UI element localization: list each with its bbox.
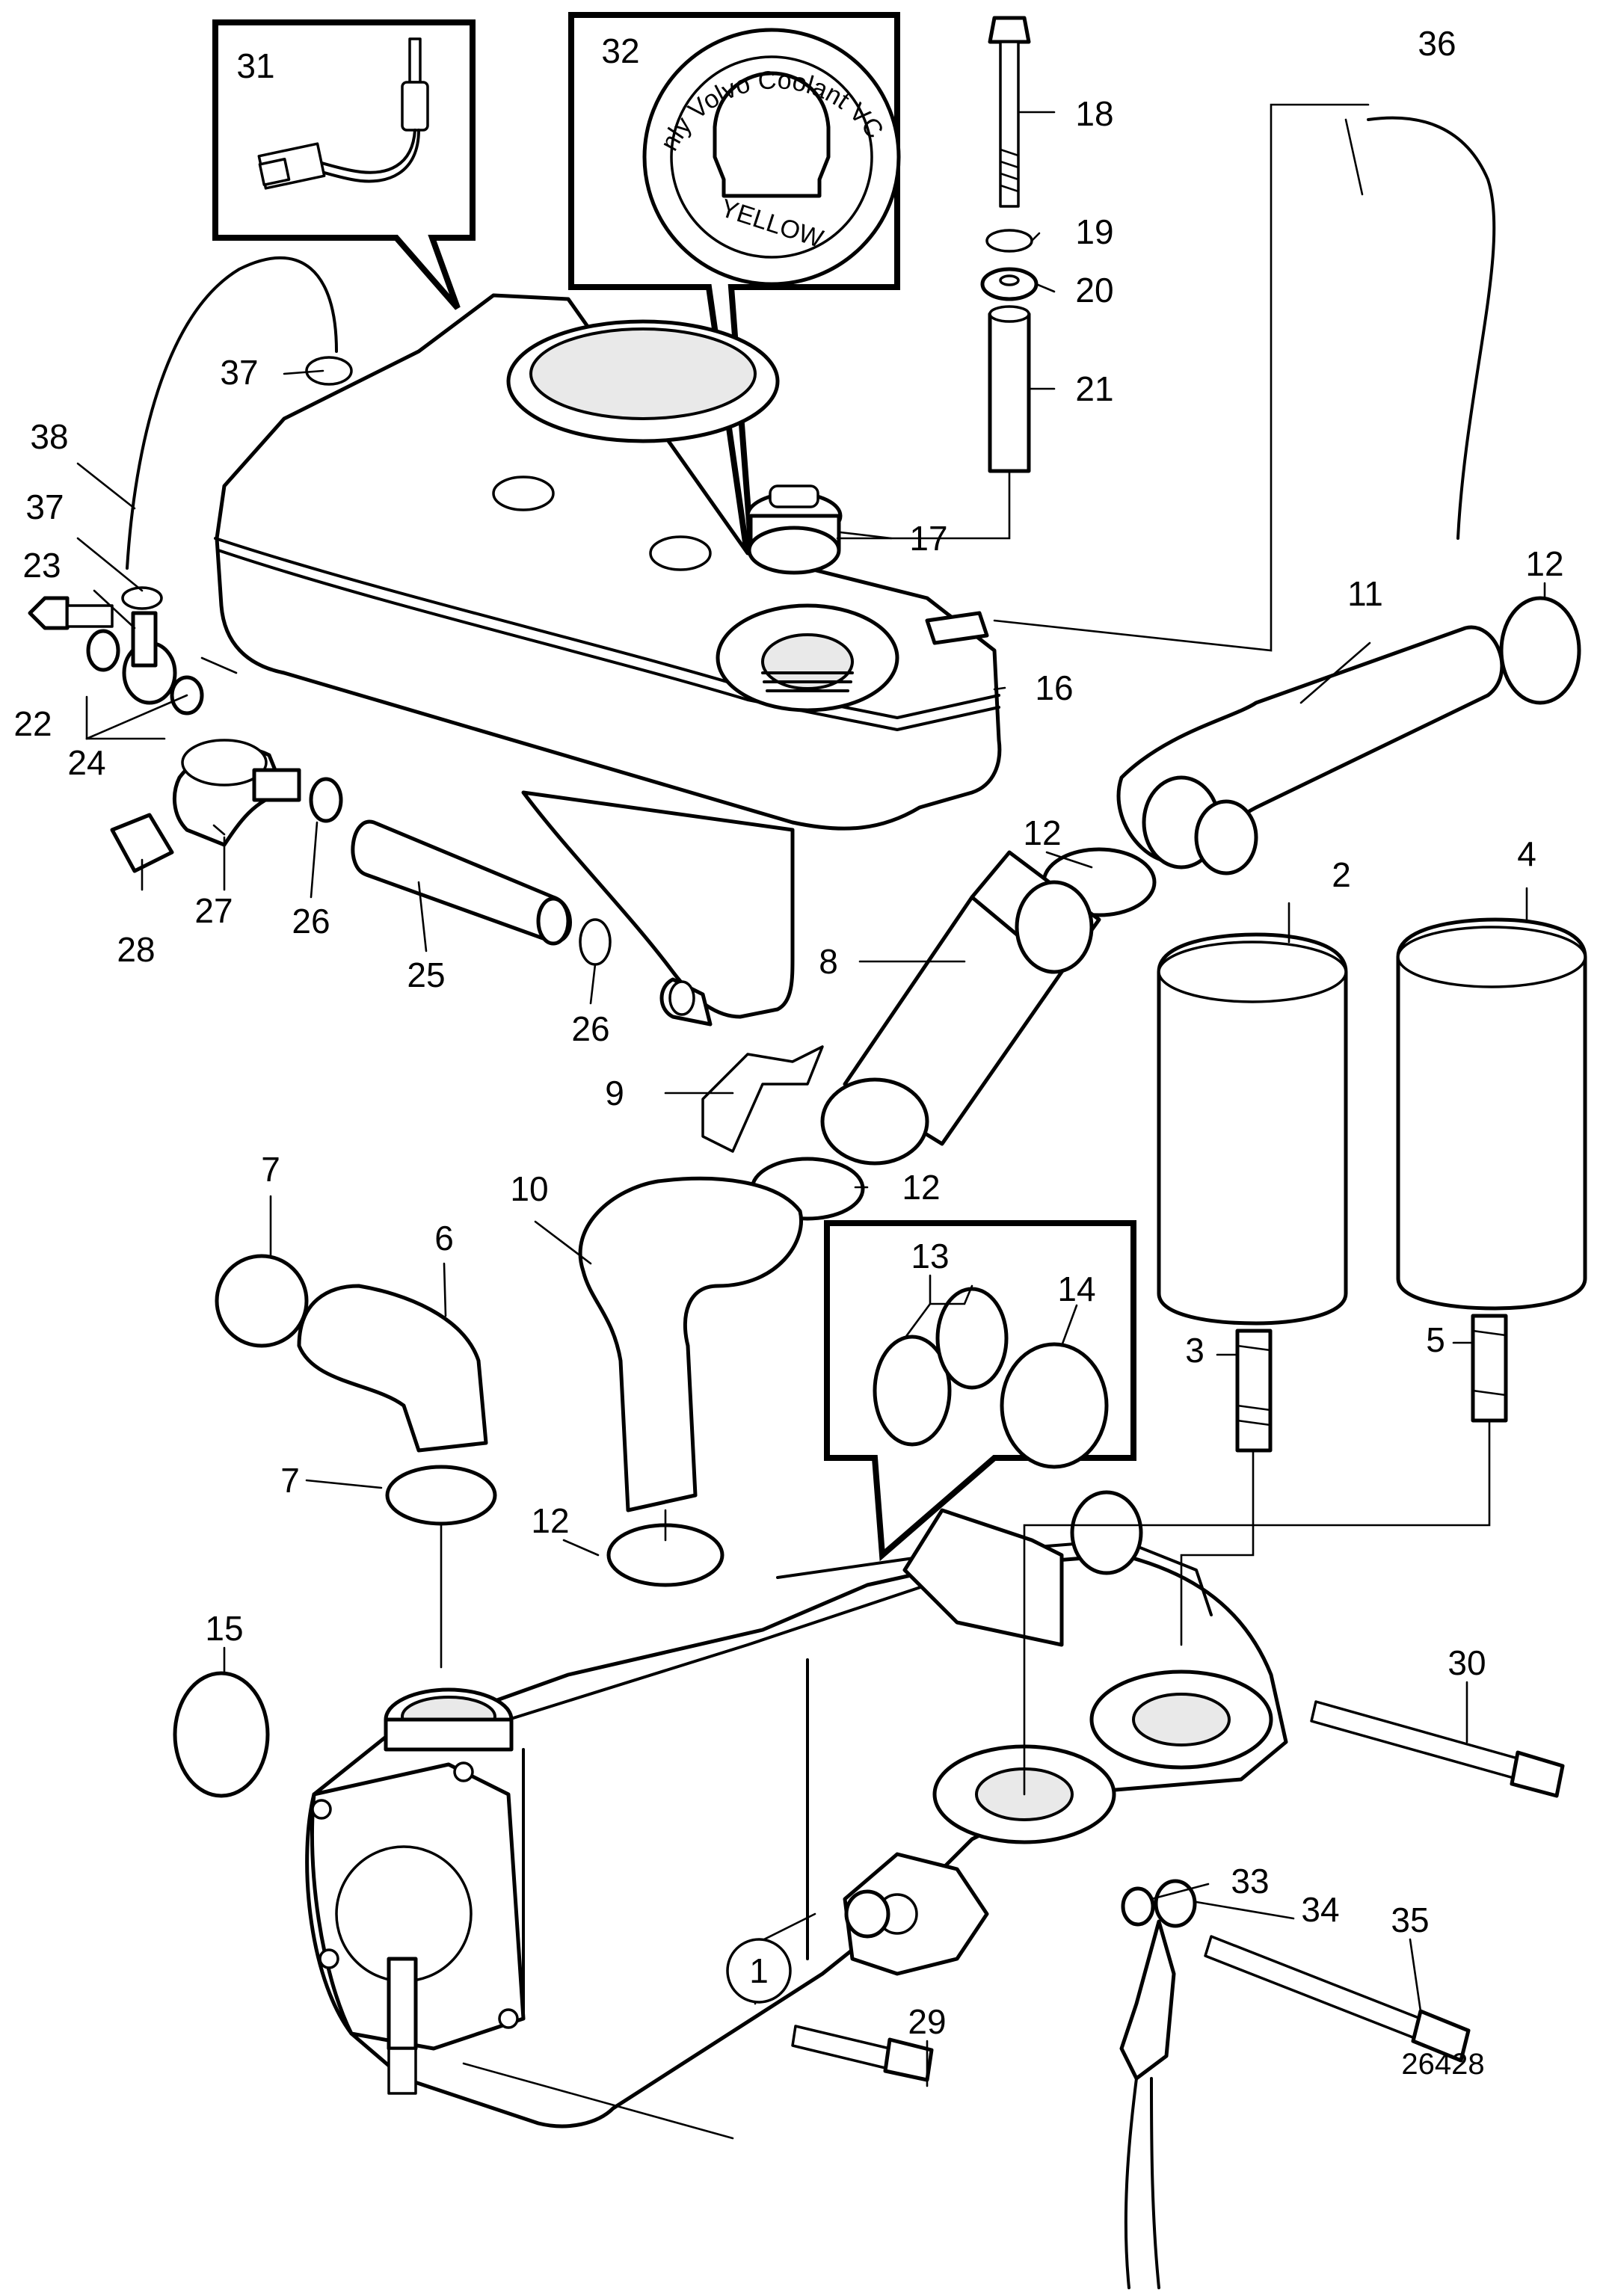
- callout-12-b: 12: [1023, 813, 1061, 852]
- nipple-3: [1235, 1329, 1273, 1453]
- callout-11: 11: [1347, 574, 1383, 613]
- callout-3: 3: [1185, 1331, 1204, 1370]
- callout-10: 10: [510, 1169, 548, 1208]
- cooler-housing-1: [305, 1490, 1288, 2129]
- callout-31: 31: [236, 46, 274, 85]
- callout-36: 36: [1418, 24, 1456, 63]
- callout-34: 34: [1301, 1890, 1339, 1929]
- inset-13-14-o-rings: [824, 1220, 1136, 1562]
- callout-35: 35: [1391, 1900, 1429, 1939]
- callout-1: 1: [749, 1951, 769, 1990]
- callout-12-a: 12: [1525, 544, 1563, 583]
- filter-2: [1157, 932, 1348, 1326]
- callout-26-a: 26: [292, 902, 330, 941]
- callout-17: 17: [909, 519, 947, 558]
- callout-8: 8: [819, 942, 838, 981]
- banjo-fitting-23: [28, 596, 204, 715]
- callout-12-d: 12: [531, 1501, 569, 1540]
- drawing-number: 26428: [1401, 2048, 1484, 2081]
- bolt-35: [1204, 1935, 1471, 2063]
- callout-12-c: 12: [902, 1168, 940, 1207]
- washer-33: [1121, 1886, 1155, 1927]
- callout-19: 19: [1075, 212, 1113, 251]
- o-ring-15: [173, 1671, 270, 1798]
- callout-38: 38: [30, 417, 68, 456]
- callout-27: 27: [194, 891, 233, 930]
- callout-2: 2: [1332, 855, 1351, 894]
- callout-15: 15: [205, 1609, 243, 1648]
- callout-37-b: 37: [25, 487, 64, 526]
- callout-22: 22: [13, 704, 52, 743]
- callout-16: 16: [1035, 668, 1073, 707]
- expansion-tank: [214, 293, 1002, 1027]
- callout-5: 5: [1426, 1320, 1445, 1359]
- thermostat-housing-8: [820, 850, 1101, 1166]
- callout-4: 4: [1517, 834, 1536, 873]
- elbow-27: [110, 739, 343, 873]
- clip-37: [121, 356, 353, 610]
- inset-31-sensor: [212, 19, 476, 310]
- callout-labels: 1 2 3 4 5 6 7 7 8 9 10 11 12 12 12 12 13…: [13, 24, 1563, 2041]
- callout-21: 21: [1075, 369, 1113, 408]
- elbow-hose-6: [297, 1284, 488, 1453]
- callout-13: 13: [911, 1237, 949, 1275]
- callout-circle-1: [726, 1938, 792, 2004]
- callout-29: 29: [908, 2002, 946, 2041]
- bracket-9: [701, 1045, 824, 1153]
- callout-24: 24: [67, 743, 105, 782]
- hose-25: [351, 819, 612, 966]
- callout-25: 25: [407, 955, 445, 994]
- callout-23: 23: [22, 546, 61, 585]
- callout-9: 9: [605, 1074, 624, 1112]
- bolt-30: [1310, 1700, 1565, 1798]
- filter-4: [1396, 917, 1587, 1311]
- callout-33: 33: [1231, 1862, 1269, 1900]
- callout-26-b: 26: [571, 1009, 609, 1048]
- callout-28: 28: [117, 930, 155, 969]
- cap-17: [745, 484, 843, 575]
- hose-38: [126, 256, 338, 570]
- callout-37-a: 37: [220, 353, 258, 392]
- callout-14: 14: [1057, 1269, 1095, 1308]
- cable-terminal-34: [1119, 1879, 1197, 2289]
- callout-32: 32: [601, 31, 639, 70]
- hose-36: [1367, 116, 1496, 540]
- clamp-7: [215, 1254, 497, 1526]
- bolt-18: [980, 16, 1039, 473]
- nipple-5: [1471, 1314, 1508, 1423]
- callout-30: 30: [1447, 1643, 1486, 1682]
- callout-20: 20: [1075, 271, 1113, 310]
- callout-18: 18: [1075, 94, 1113, 133]
- hose-10: [578, 1176, 803, 1512]
- callout-7-bottom: 7: [280, 1461, 300, 1500]
- hose-11: [1116, 625, 1504, 875]
- callout-7-top: 7: [261, 1150, 280, 1189]
- callout-6: 6: [434, 1219, 454, 1258]
